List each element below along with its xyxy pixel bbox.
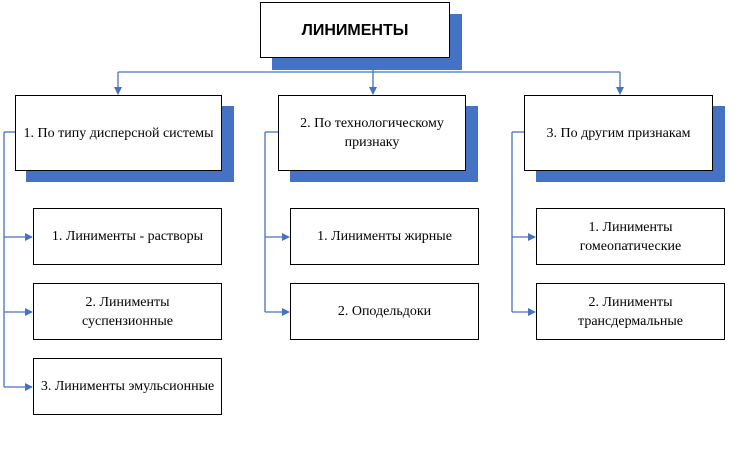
category-2-title: 2. По технологическому признаку (300, 116, 444, 150)
category-1-node: 1. По типу дисперсной системы (15, 95, 222, 171)
category-1-title: 1. По типу дисперсной системы (23, 125, 214, 141)
item-label: 2. Оподельдоки (337, 304, 432, 319)
item-label: 2. Линименты суспензионные (81, 294, 174, 329)
root-node: ЛИНИМЕНТЫ (260, 2, 450, 58)
category-2-item-1: 1. Линименты жирные (290, 208, 479, 265)
category-3-item-1: 1. Линименты гомеопатические (536, 208, 725, 265)
category-1-item-2: 2. Линименты суспензионные (33, 283, 222, 340)
item-label: 1. Линименты гомеопатические (579, 219, 682, 254)
item-label: 2. Линименты трансдермальные (578, 294, 683, 329)
root-title: ЛИНИМЕНТЫ (301, 21, 409, 39)
category-1-item-1: 1. Линименты - растворы (33, 208, 222, 265)
category-3-title: 3. По другим признакам (546, 125, 691, 141)
item-label: 3. Линименты эмульсионные (40, 379, 215, 394)
category-1-item-3: 3. Линименты эмульсионные (33, 358, 222, 415)
category-2-item-2: 2. Оподельдоки (290, 283, 479, 340)
item-label: 1. Линименты жирные (317, 229, 452, 244)
item-label: 1. Линименты - растворы (51, 229, 204, 244)
category-2-node: 2. По технологическому признаку (278, 95, 466, 171)
category-3-item-2: 2. Линименты трансдермальные (536, 283, 725, 340)
category-3-node: 3. По другим признакам (524, 95, 713, 171)
